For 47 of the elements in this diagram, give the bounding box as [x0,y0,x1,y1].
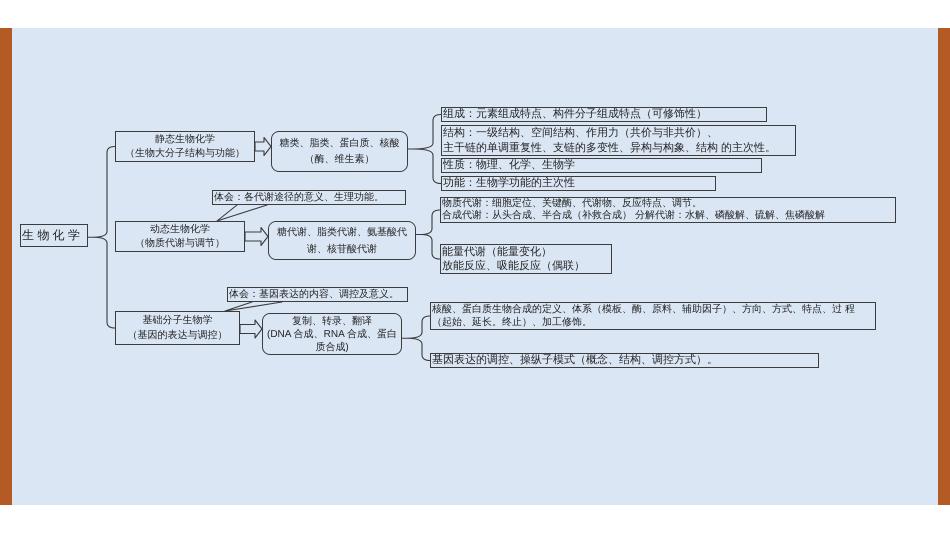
block-arrow [254,136,272,156]
note-box [440,197,896,223]
note-text: 核酸、蛋白质生物合成的定义、体系（模板、酶、原料、辅助因子）、方向、方式、特点、过 程（起始、延长。终止）、加工修饰。 [432,303,856,329]
note-text: 功能：生物学功能的主次性 [443,177,575,190]
note-text: 放能反应、吸能反应（偶联） [442,259,585,273]
note-text: 性质：物理、化学、生物学 [443,159,575,172]
rounded-box [262,313,402,355]
note-text: 能量代谢（能量变化） [442,245,552,259]
rounded-box [268,221,416,260]
item-text: 糖类、脂类、蛋白质、核酸 [280,136,400,150]
block-arrow [244,226,269,246]
note-text: 组成：元素组成特点、构件分子组成特点（可修饰性） [443,108,707,121]
block-arrow [239,319,263,339]
topic-box [115,221,245,252]
note-text: 基因表达的调控、操纵子模式（概念、结构、调控方式）。 [432,354,718,367]
topic-box [20,224,88,247]
callout-box [212,190,406,205]
rounded-box [271,131,408,172]
note-box [440,244,612,274]
item-text: （酶、维生素） [304,152,374,166]
topic-text: 生 物 化 学 [22,228,80,243]
topic-box [115,311,240,345]
note-box [441,158,762,173]
note-text: 主干链的单调重复性、支链的多变性、异构与构象、结构 的主次性。 [443,140,776,156]
item-text: (DNA 合成、RNA 合成、蛋白质合成) [266,328,398,354]
note-text: 合成代谢：从头合成、半合成（补救合成） 分解代谢：水解、磷酸解、硫解、焦磷酸解 [442,210,825,222]
note-text: 结构：一级结构、空间结构、作用力（共价与非共价）、 [443,126,718,140]
heading-text: 静态生物化学 [155,132,215,146]
subheading-text: （基因的表达与调控） [128,328,228,343]
callout-tail [216,204,268,222]
item-text: 糖代谢、脂类代谢、氨基酸代谢、核苷酸代谢 [276,226,408,256]
note-box [441,107,767,122]
brace [87,146,116,329]
note-box [430,353,819,368]
subheading-text: （生物大分子结构与功能） [125,146,245,160]
note-text: 物质代谢：细胞定位、关键酶、代谢物、反应特点、调节。 [442,198,702,210]
callout-text: 体会：基因表达的内容、调控及意义。 [229,288,399,301]
topic-box [115,131,255,162]
brace [407,114,442,184]
heading-text: 基础分子生物学 [142,314,212,328]
subheading-text: （物质代谢与调节） [135,236,225,250]
item-text: 复制、转录、翻译 [292,314,372,328]
note-box [441,125,796,156]
heading-text: 动态生物化学 [150,222,210,236]
callout-box [227,287,408,302]
callout-text: 体会：各代谢途径的意义、生理功能。 [214,191,384,204]
note-box [441,176,716,191]
